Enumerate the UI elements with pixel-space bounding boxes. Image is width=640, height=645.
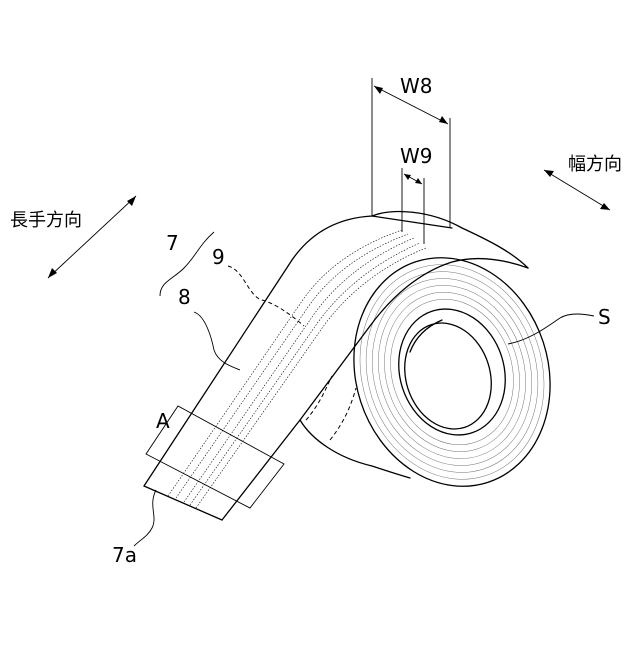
dimension-w9: W9 [400, 144, 433, 244]
label-8: 8 [178, 285, 191, 309]
label-a: A [156, 409, 170, 433]
longitudinal-arrow: 長手方向 [10, 196, 136, 278]
width-direction-label: 幅方向 [568, 154, 622, 175]
width-direction-arrow: 幅方向 [544, 154, 622, 210]
strip-left-edge [144, 216, 372, 486]
layer-9-hidden [306, 376, 356, 440]
label-7-group: 7 9 8 [160, 231, 304, 370]
tape-roll [300, 212, 579, 512]
label-8-leader [194, 312, 240, 370]
label-9: 9 [212, 245, 225, 269]
label-7a-group: 7a [112, 490, 156, 567]
label-s: S [598, 305, 611, 329]
label-7: 7 [166, 231, 179, 255]
w9-label: W9 [400, 144, 433, 168]
label-a-group: A [156, 409, 170, 433]
w8-label: W8 [400, 74, 433, 98]
label-9-leader [228, 266, 304, 326]
label-7a: 7a [112, 543, 137, 567]
longitudinal-label: 長手方向 [10, 210, 82, 231]
